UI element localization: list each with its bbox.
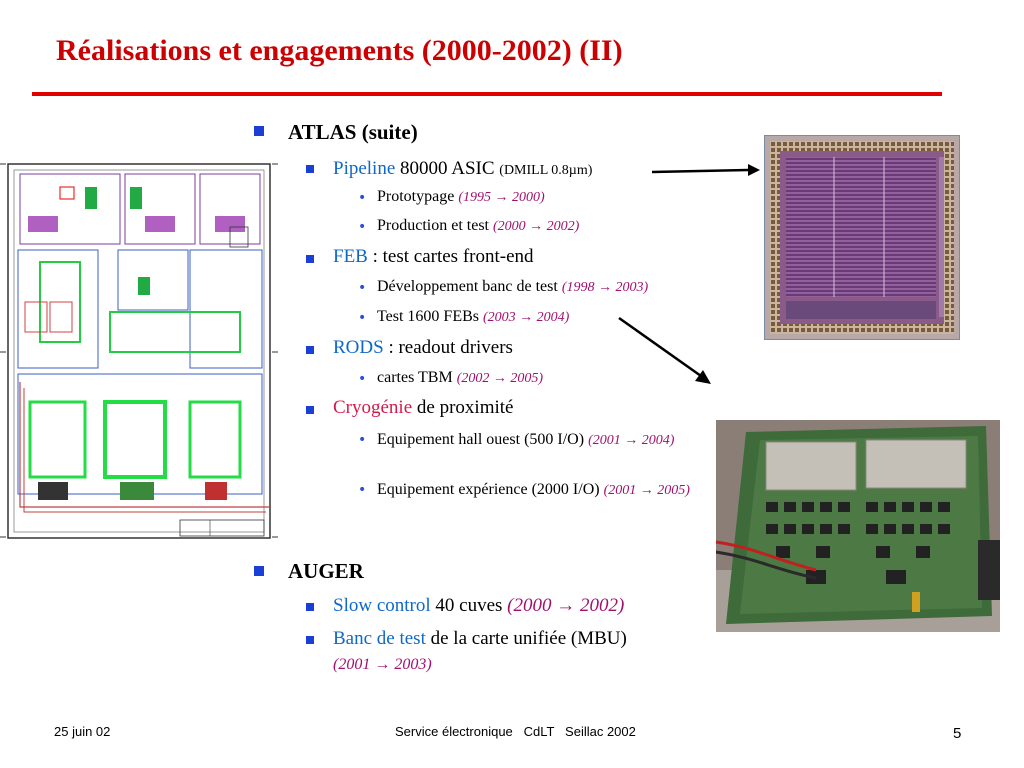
bullet-square <box>306 255 314 263</box>
rods-text: : readout drivers <box>383 337 513 358</box>
slide-title: Réalisations et engagements (2000-2002) … <box>56 34 623 67</box>
banc-test-text: Développement banc de test <box>377 278 562 295</box>
footer-center: Service électronique CdLT Seillac 2002 <box>395 724 636 739</box>
banc-test-item: Développement banc de test (1998 → 2003) <box>377 278 648 296</box>
title-underline <box>32 92 942 96</box>
footer-page-number: 5 <box>953 725 962 742</box>
bullet-square <box>306 603 314 611</box>
test-febs-text: Test 1600 FEBs <box>377 308 483 325</box>
feb-board-photo <box>716 420 1000 632</box>
slow-control-item: Slow control 40 cuves (2000 → 2002) <box>333 595 624 617</box>
bullet-square <box>306 406 314 414</box>
cryo-item: Cryogénie de proximité <box>333 397 513 419</box>
bullet-square <box>254 566 264 576</box>
rods-term: RODS <box>333 337 384 358</box>
banc-test-date: (1998 → 2003) <box>561 280 649 295</box>
banc-mbu-date: (2001 → 2003) <box>333 656 432 673</box>
slow-control-text: 40 cuves <box>430 595 508 616</box>
pipeline-note: (DMILL 0.8µm) <box>499 163 593 178</box>
atlas-heading: ATLAS (suite) <box>288 120 418 144</box>
cryo-term: Cryogénie <box>333 397 413 418</box>
cryo-text: de proximité <box>412 397 514 418</box>
bullet-square <box>306 346 314 354</box>
slow-control-date: (2000 → 2002) <box>507 595 625 616</box>
schematic-diagram-image <box>0 152 280 544</box>
prototypage-date: (1995 → 2000) <box>458 190 545 205</box>
production-text: Production et test <box>377 217 493 234</box>
pipeline-text: 80000 ASIC <box>395 158 500 179</box>
hall-text: Equipement hall ouest (500 I/O) <box>377 431 589 448</box>
feb-item: FEB : test cartes front-end <box>333 246 534 268</box>
bullet-dot: • <box>358 432 367 448</box>
slow-control-term: Slow control <box>333 595 431 616</box>
bullet-dot: • <box>358 190 367 206</box>
experience-item: Equipement expérience (2000 I/O) (2001 →… <box>377 480 717 500</box>
footer-date: 25 juin 02 <box>54 724 111 739</box>
prototypage-item: Prototypage (1995 → 2000) <box>377 188 545 206</box>
tbm-item: cartes TBM (2002 → 2005) <box>377 369 543 387</box>
bullet-square <box>254 126 264 136</box>
tbm-date: (2002 → 2005) <box>456 371 544 386</box>
experience-date: (2001 → 2005) <box>603 483 690 498</box>
hall-date: (2001 → 2004) <box>588 433 675 448</box>
arrow-to-board <box>618 316 711 384</box>
asic-chip-photo <box>764 135 960 340</box>
tbm-text: cartes TBM <box>377 369 457 386</box>
bullet-square <box>306 165 314 173</box>
production-date: (2000 → 2002) <box>492 219 580 234</box>
auger-heading: AUGER <box>288 559 364 583</box>
banc-mbu-item: Banc de test de la carte unifiée (MBU) <box>333 628 627 650</box>
bullet-dot: • <box>358 219 367 235</box>
bullet-dot: • <box>358 310 367 326</box>
bullet-dot: • <box>358 482 367 498</box>
bullet-dot: • <box>358 280 367 296</box>
banc-mbu-text: de la carte unifiée (MBU) <box>425 628 627 649</box>
test-febs-item: Test 1600 FEBs (2003 → 2004) <box>377 308 569 326</box>
feb-text: : test cartes front-end <box>367 246 534 267</box>
prototypage-text: Prototypage <box>377 188 459 205</box>
arrow-to-chip <box>651 164 760 176</box>
bullet-dot: • <box>358 371 367 387</box>
experience-text: Equipement expérience (2000 I/O) <box>377 481 604 498</box>
banc-mbu-term: Banc de test <box>333 628 426 649</box>
bullet-square <box>306 636 314 644</box>
feb-term: FEB <box>333 246 368 267</box>
rods-item: RODS : readout drivers <box>333 337 513 359</box>
pipeline-term: Pipeline <box>333 158 396 179</box>
test-febs-date: (2003 → 2004) <box>483 310 570 325</box>
pipeline-item: Pipeline 80000 ASIC (DMILL 0.8µm) <box>333 158 592 180</box>
hall-item: Equipement hall ouest (500 I/O) (2001 → … <box>377 430 717 450</box>
production-item: Production et test (2000 → 2002) <box>377 217 579 235</box>
